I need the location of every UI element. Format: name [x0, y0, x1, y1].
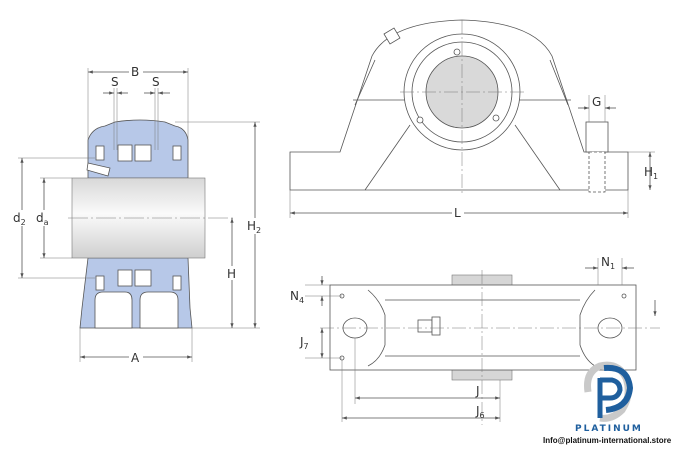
dim-label-S: S: [152, 75, 160, 89]
dim-label-G: G: [592, 95, 601, 109]
dim-label-da: da: [36, 211, 49, 227]
dim-label-H1: H1: [644, 165, 658, 181]
dim-label-B: B: [131, 65, 139, 79]
dim-label-N4: N4: [290, 289, 304, 305]
brand-name: PLATINUM: [575, 424, 643, 434]
dim-label-N1: N1: [601, 255, 615, 271]
platinum-logo: PLATINUM Info@platinum-international.sto…: [543, 361, 672, 445]
dim-label-J7: J7: [299, 335, 309, 351]
grease-fitting: [86, 162, 111, 177]
front-view: L G H1: [289, 19, 658, 220]
dim-label-A: A: [131, 351, 140, 365]
dim-label-H: H: [227, 267, 236, 281]
dim-label-d2: d2: [13, 211, 26, 227]
grease-nipple: [383, 27, 401, 45]
plan-view: N1 N4 J7 J J6: [290, 255, 660, 425]
dim-label-H2: H2: [247, 219, 261, 235]
dim-label-J6: J6: [475, 404, 485, 420]
contact-email: Info@platinum-international.store: [543, 436, 672, 445]
section-view: B S S d2 da H2 H A: [12, 65, 265, 365]
dim-label-J: J: [475, 384, 480, 398]
dim-label-L: L: [454, 206, 461, 220]
dim-label-S: S: [111, 75, 119, 89]
